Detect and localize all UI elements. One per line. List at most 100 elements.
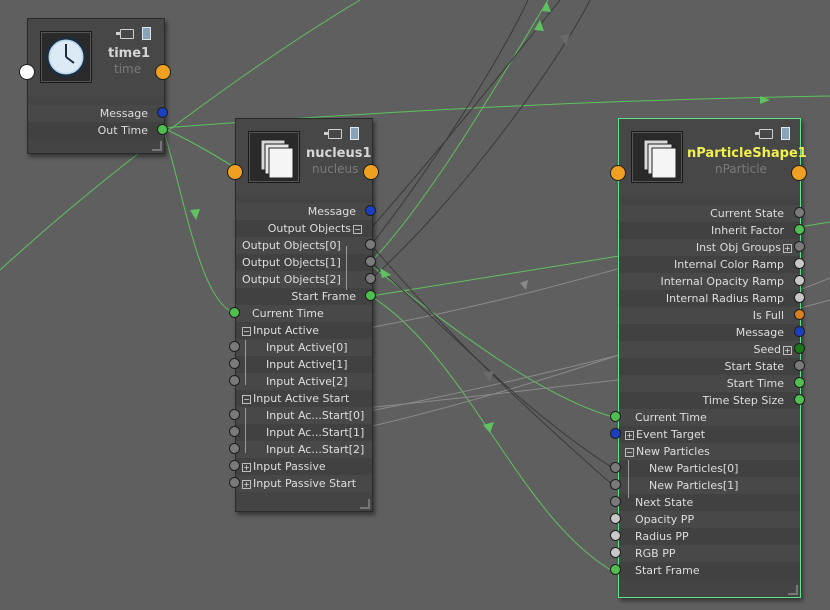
attr-is-full[interactable]: Is Full (619, 307, 800, 324)
node-nucleus1[interactable]: nucleus1 nucleus Message Output Objects−… (235, 118, 373, 512)
node-header[interactable]: nParticleShape1 nParticle (619, 119, 807, 197)
attr-output-objects-2[interactable]: Output Objects[2] (236, 271, 372, 288)
node-header[interactable]: time1 time (28, 19, 164, 97)
attr-start-frame[interactable]: Start Frame (619, 562, 800, 579)
port-input-active-start-0[interactable] (229, 409, 240, 420)
attr-input-active-0[interactable]: Input Active[0] (236, 339, 372, 356)
attr-input-passive-start[interactable]: +Input Passive Start (236, 475, 372, 492)
attr-input-active-start[interactable]: −Input Active Start (236, 390, 372, 407)
resize-grip[interactable] (788, 585, 798, 595)
attr-inst-obj-groups[interactable]: Inst Obj Groups+ (619, 239, 800, 256)
attr-start-state[interactable]: Start State (619, 358, 800, 375)
collapse-icon[interactable]: − (353, 224, 362, 234)
attr-time-step-size[interactable]: Time Step Size (619, 392, 800, 409)
port-inst-obj-groups[interactable] (794, 241, 805, 252)
port-message[interactable] (794, 326, 805, 337)
port-input-passive-start[interactable] (229, 477, 240, 488)
attr-inherit-factor[interactable]: Inherit Factor (619, 222, 800, 239)
port-output-objects-2[interactable] (365, 273, 376, 284)
port-inherit-factor[interactable] (794, 224, 805, 235)
port-internal-color-ramp[interactable] (794, 258, 805, 269)
attr-out-time[interactable]: Out Time (28, 122, 164, 139)
port-start-time[interactable] (794, 377, 805, 388)
attr-new-particles-0[interactable]: New Particles[0] (619, 460, 800, 477)
attr-rgb-pp[interactable]: RGB PP (619, 545, 800, 562)
attr-seed[interactable]: Seed+ (619, 341, 800, 358)
pin-icon[interactable] (755, 129, 773, 139)
collapse-icon[interactable]: − (242, 326, 251, 336)
port-nucleus1-input[interactable] (227, 164, 243, 180)
port-nucleus1-output[interactable] (363, 164, 379, 180)
port-current-time[interactable] (229, 307, 240, 318)
attr-next-state[interactable]: Next State (619, 494, 800, 511)
book-icon[interactable] (142, 27, 151, 40)
node-nparticleshape1[interactable]: nParticleShape1 nParticle Current State … (618, 118, 807, 598)
port-internal-radius-ramp[interactable] (794, 292, 805, 303)
port-radius-pp[interactable] (610, 530, 621, 541)
resize-grip[interactable] (360, 499, 370, 509)
node-header[interactable]: nucleus1 nucleus (236, 119, 372, 197)
attr-input-active-2[interactable]: Input Active[2] (236, 373, 372, 390)
attr-output-objects-1[interactable]: Output Objects[1] (236, 254, 372, 271)
port-nucleus1-message[interactable] (365, 205, 376, 216)
attr-input-active-start-0[interactable]: Input Ac...Start[0] (236, 407, 372, 424)
port-opacity-pp[interactable] (610, 513, 621, 524)
attr-message[interactable]: Message (28, 105, 164, 122)
port-output-objects-1[interactable] (365, 256, 376, 267)
attr-new-particles-1[interactable]: New Particles[1] (619, 477, 800, 494)
attr-new-particles[interactable]: −New Particles (619, 443, 800, 460)
port-next-state[interactable] (610, 496, 621, 507)
port-nparticle-input[interactable] (610, 165, 626, 181)
attr-current-time[interactable]: Current Time (236, 305, 372, 322)
collapse-icon[interactable]: − (625, 447, 634, 457)
port-input-active[interactable] (229, 341, 240, 352)
port-start-frame-in[interactable] (610, 564, 621, 575)
attr-internal-color-ramp[interactable]: Internal Color Ramp (619, 256, 800, 273)
attr-radius-pp[interactable]: Radius PP (619, 528, 800, 545)
port-nparticle-output[interactable] (791, 165, 807, 181)
port-time-step-size[interactable] (794, 394, 805, 405)
attr-internal-radius-ramp[interactable]: Internal Radius Ramp (619, 290, 800, 307)
attr-input-active-start-1[interactable]: Input Ac...Start[1] (236, 424, 372, 441)
book-icon[interactable] (781, 127, 790, 140)
port-input-active-start-2[interactable] (229, 443, 240, 454)
port-rgb-pp[interactable] (610, 547, 621, 558)
port-time1-message[interactable] (157, 107, 168, 118)
port-current-time-in[interactable] (610, 411, 621, 422)
attr-opacity-pp[interactable]: Opacity PP (619, 511, 800, 528)
port-start-state[interactable] (794, 360, 805, 371)
attr-current-state[interactable]: Current State (619, 205, 800, 222)
attr-input-active[interactable]: −Input Active (236, 322, 372, 339)
port-time1-input[interactable] (19, 64, 35, 80)
attr-internal-opacity-ramp[interactable]: Internal Opacity Ramp (619, 273, 800, 290)
port-new-particles[interactable] (610, 462, 621, 473)
node-time1[interactable]: time1 time Message Out Time (27, 18, 165, 154)
attr-message[interactable]: Message (236, 203, 372, 220)
port-input-active-2[interactable] (229, 375, 240, 386)
port-time1-output[interactable] (155, 64, 171, 80)
expand-icon[interactable]: + (242, 462, 251, 472)
attr-current-time[interactable]: Current Time (619, 409, 800, 426)
attr-start-frame[interactable]: Start Frame (236, 288, 372, 305)
attr-input-active-1[interactable]: Input Active[1] (236, 356, 372, 373)
resize-grip[interactable] (152, 141, 162, 151)
attr-input-passive[interactable]: +Input Passive (236, 458, 372, 475)
port-input-active-start-1[interactable] (229, 426, 240, 437)
attr-event-target[interactable]: +Event Target (619, 426, 800, 443)
port-is-full[interactable] (794, 309, 805, 320)
port-start-frame[interactable] (365, 290, 376, 301)
port-new-particles-1[interactable] (610, 479, 621, 490)
attr-input-active-start-2[interactable]: Input Ac...Start[2] (236, 441, 372, 458)
book-icon[interactable] (350, 127, 359, 140)
port-event-target[interactable] (610, 428, 621, 439)
port-time1-out-time[interactable] (157, 124, 168, 135)
pin-icon[interactable] (324, 129, 342, 139)
pin-icon[interactable] (116, 29, 134, 39)
port-seed[interactable] (794, 343, 805, 354)
attr-output-objects-0[interactable]: Output Objects[0] (236, 237, 372, 254)
port-internal-opacity-ramp[interactable] (794, 275, 805, 286)
expand-icon[interactable]: + (242, 479, 251, 489)
attr-output-objects[interactable]: Output Objects− (236, 220, 372, 237)
port-output-objects-0[interactable] (365, 239, 376, 250)
port-input-active-1[interactable] (229, 358, 240, 369)
